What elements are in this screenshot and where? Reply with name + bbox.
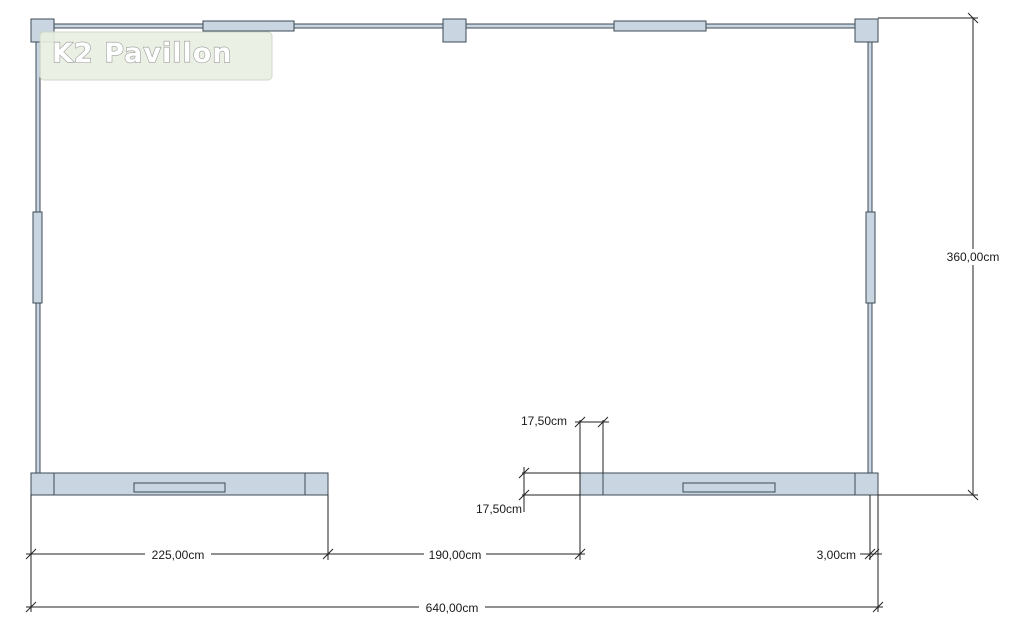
logo-panel (39, 31, 273, 81)
post-gap-dimension-label: 3,00cm (817, 548, 856, 562)
post-bottom-left (30, 472, 55, 496)
top-panels (202, 18, 707, 43)
logo-text: K2 Pavillon (52, 38, 233, 69)
top-panel-right (613, 20, 707, 32)
left-side-panel (32, 211, 43, 304)
left-opening-dimension-label: 225,00cm (152, 548, 205, 562)
frame-walls (35, 23, 873, 475)
glass-offset-top-label: 17,50cm (521, 414, 567, 428)
corner-posts (30, 18, 879, 496)
bottom-left-section (53, 472, 329, 496)
middle-opening-dimension-label: 190,00cm (429, 548, 482, 562)
side-panels (32, 211, 876, 304)
bottom-right-start-post (579, 472, 604, 496)
dimension-lines (25, 12, 979, 613)
bottom-left-window (133, 482, 226, 493)
right-side-panel (865, 211, 876, 304)
total-width-dimension-label: 640,00cm (426, 601, 479, 615)
dimension-label-backings (145, 249, 1006, 615)
bottom-right-window (682, 482, 776, 493)
post-bottom-right (854, 472, 879, 496)
glass-offset-bottom-label: 17,50cm (476, 502, 522, 516)
height-dimension-label: 360,00cm (947, 250, 1000, 264)
top-panel-left (202, 20, 295, 32)
post-top-right (854, 18, 879, 43)
top-center-post (442, 18, 467, 43)
k2-pavillon-logo: K2 Pavillon (39, 31, 273, 81)
bottom-right-section (579, 472, 856, 496)
bottom-left-end-post (304, 472, 329, 496)
